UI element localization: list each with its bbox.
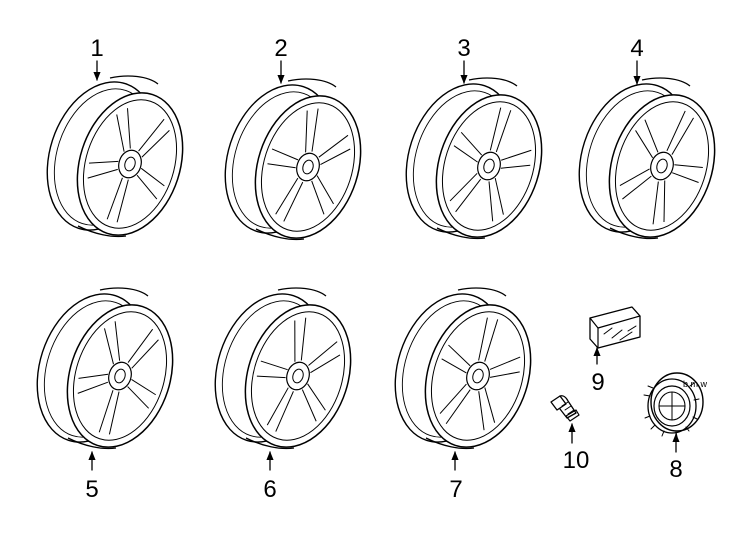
callout-5: 5 [85, 476, 98, 503]
alloy-wheel-icon[interactable] [561, 70, 732, 251]
callout-7: 7 [449, 476, 462, 503]
alloy-wheel-icon[interactable] [207, 71, 378, 252]
callout-1: 1 [90, 35, 103, 62]
callout-2: 2 [274, 35, 287, 62]
alloy-wheel-icon[interactable] [388, 70, 559, 251]
alloy-wheel-icon[interactable] [197, 280, 368, 461]
callout-10: 10 [563, 447, 590, 474]
callout-6: 6 [263, 476, 276, 503]
callout-leaders [88, 60, 680, 471]
callout-8: 8 [669, 456, 682, 483]
callout-3: 3 [457, 35, 470, 62]
callout-numbers: 1 2 3 4 5 6 7 8 9 10 [85, 35, 682, 503]
wheel-weight-icon[interactable] [589, 306, 641, 349]
alloy-wheel-icon[interactable] [377, 280, 548, 461]
svg-text:b m w: b m w [683, 379, 708, 389]
alloy-wheel-icon[interactable] [29, 68, 200, 249]
callout-4: 4 [630, 35, 643, 62]
callout-9: 9 [591, 369, 604, 396]
lug-bolt-icon[interactable] [550, 395, 580, 422]
alloy-wheel-icon[interactable] [19, 280, 190, 461]
hub-cap-icon[interactable]: b m w [643, 372, 708, 438]
